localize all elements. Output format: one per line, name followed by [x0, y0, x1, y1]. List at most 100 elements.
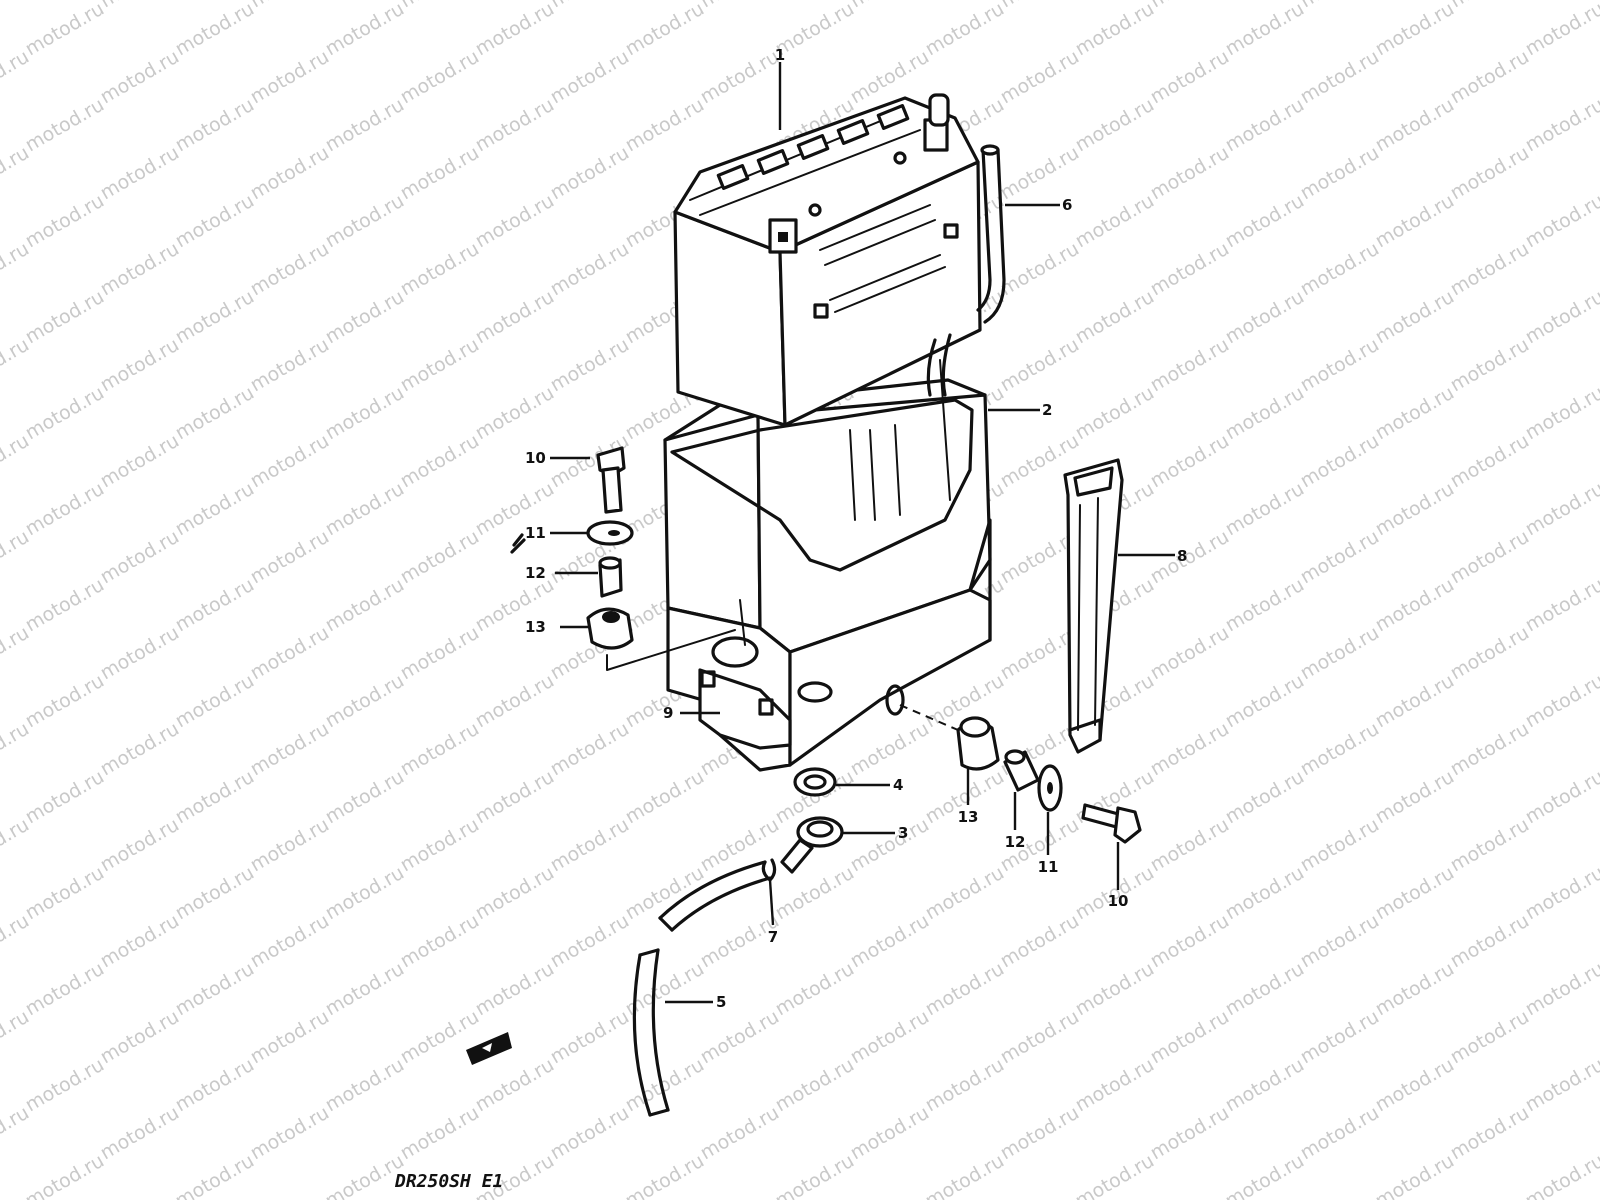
watermark-text: motod.ru [472, 286, 558, 349]
watermark-text: motod.ru [1147, 1006, 1233, 1069]
watermark-text: motod.ru [22, 958, 108, 1021]
watermark-text: motod.ru [1222, 958, 1308, 1021]
watermark-text: motod.ru [1147, 910, 1233, 973]
breather-washer [793, 767, 837, 797]
watermark-text: motod.ru [0, 814, 33, 877]
watermark-text: motod.ru [1522, 670, 1600, 733]
watermark-text: motod.ru [1297, 622, 1383, 685]
watermark-text: motod.ru [1522, 190, 1600, 253]
watermark-text: motod.ru [772, 958, 858, 1021]
watermark-text: motod.ru [1372, 478, 1458, 541]
part-label-12-left: 12 [525, 564, 546, 582]
part-label-5: 5 [716, 993, 726, 1011]
watermark-text: motod.ru [1297, 430, 1383, 493]
watermark-text: motod.ru [472, 190, 558, 253]
watermark-text: motod.ru [0, 334, 33, 397]
watermark-text: motod.ru [1372, 1054, 1458, 1117]
watermark-text: motod.ru [1447, 1006, 1533, 1069]
watermark-text: motod.ru [1447, 142, 1533, 205]
watermark-text: motod.ru [547, 142, 633, 205]
watermark-text: motod.ru [547, 334, 633, 397]
watermark-text: motod.ru [247, 910, 333, 973]
watermark-text: motod.ru [1297, 814, 1383, 877]
watermark-text: motod.ru [322, 478, 408, 541]
watermark-text: motod.ru [847, 910, 933, 973]
watermark-text: motod.ru [22, 0, 108, 60]
watermark-text: motod.ru [322, 94, 408, 157]
watermark-text: motod.ru [0, 46, 33, 109]
watermark-text: motod.ru [472, 670, 558, 733]
watermark-text: motod.ru [1447, 430, 1533, 493]
watermark-text: motod.ru [172, 94, 258, 157]
watermark-text: motod.ru [247, 1102, 333, 1165]
watermark-text: motod.ru [1297, 238, 1383, 301]
watermark-text: motod.ru [697, 1006, 783, 1069]
watermark-text: motod.ru [1297, 1006, 1383, 1069]
watermark-text: motod.ru [172, 190, 258, 253]
part-label-10-right: 10 [1108, 892, 1129, 910]
watermark-text: motod.ru [697, 1102, 783, 1165]
part-label-13-left: 13 [525, 618, 546, 636]
watermark-text: motod.ru [172, 382, 258, 445]
watermark-text: motod.ru [1297, 0, 1383, 12]
watermark-text: motod.ru [247, 46, 333, 109]
watermark-text: motod.ru [1372, 670, 1458, 733]
watermark-text: motod.ru [847, 718, 933, 781]
watermark-text: motod.ru [172, 766, 258, 829]
watermark-text: motod.ru [0, 0, 33, 12]
watermark-text: motod.ru [1072, 1054, 1158, 1117]
watermark-text: motod.ru [847, 814, 933, 877]
watermark-text: motod.ru [997, 238, 1083, 301]
watermark-text: motod.ru [1072, 1150, 1158, 1200]
right-bolt [1081, 803, 1142, 844]
watermark-text: motod.ru [547, 1102, 633, 1165]
watermark-text: motod.ru [547, 718, 633, 781]
watermark-text: motod.ru [1447, 622, 1533, 685]
watermark-text: motod.ru [322, 574, 408, 637]
watermark-text: motod.ru [547, 0, 633, 12]
watermark-text: motod.ru [0, 622, 33, 685]
watermark-text: motod.ru [997, 46, 1083, 109]
breather-hose-upper [976, 144, 1006, 324]
watermark-text: motod.ru [322, 382, 408, 445]
watermark-text: motod.ru [1147, 814, 1233, 877]
watermark-text: motod.ru [922, 958, 1008, 1021]
watermark-text: motod.ru [547, 814, 633, 877]
watermark-text: motod.ru [97, 46, 183, 109]
part-label-11-left: 11 [525, 524, 546, 542]
watermark-text: motod.ru [1147, 526, 1233, 589]
watermark-text: motod.ru [97, 526, 183, 589]
watermark-text: motod.ru [1147, 142, 1233, 205]
part-label-3: 3 [898, 824, 908, 842]
right-washer [1037, 764, 1063, 812]
watermark-text: motod.ru [322, 766, 408, 829]
watermark-text: motod.ru [397, 46, 483, 109]
watermark-text: motod.ru [1447, 238, 1533, 301]
watermark-text: motod.ru [1297, 526, 1383, 589]
watermark-text: motod.ru [397, 334, 483, 397]
left-washer [586, 520, 634, 546]
watermark-text: motod.ru [0, 430, 33, 493]
watermark-text: motod.ru [97, 334, 183, 397]
watermark-text: motod.ru [1297, 142, 1383, 205]
watermark-text: motod.ru [22, 382, 108, 445]
watermark-text: motod.ru [1447, 1102, 1533, 1165]
watermark-text: motod.ru [1222, 574, 1308, 637]
assembly-line-right [899, 704, 959, 731]
watermark-text: motod.ru [247, 238, 333, 301]
watermark-text: motod.ru [172, 0, 258, 60]
watermark-text: motod.ru [397, 718, 483, 781]
watermark-text: motod.ru [697, 46, 783, 109]
watermark-text: motod.ru [22, 94, 108, 157]
watermark-text: motod.ru [847, 1102, 933, 1165]
breather-hose-lower [632, 860, 772, 1117]
watermark-text: motod.ru [1372, 286, 1458, 349]
watermark-text: motod.ru [97, 1102, 183, 1165]
watermark-text: motod.ru [322, 0, 408, 60]
watermark-text: motod.ru [472, 766, 558, 829]
watermark-text: motod.ru [1222, 190, 1308, 253]
watermark-text: motod.ru [772, 1150, 858, 1200]
watermark-text: motod.ru [1372, 958, 1458, 1021]
watermark-text: motod.ru [1147, 238, 1233, 301]
